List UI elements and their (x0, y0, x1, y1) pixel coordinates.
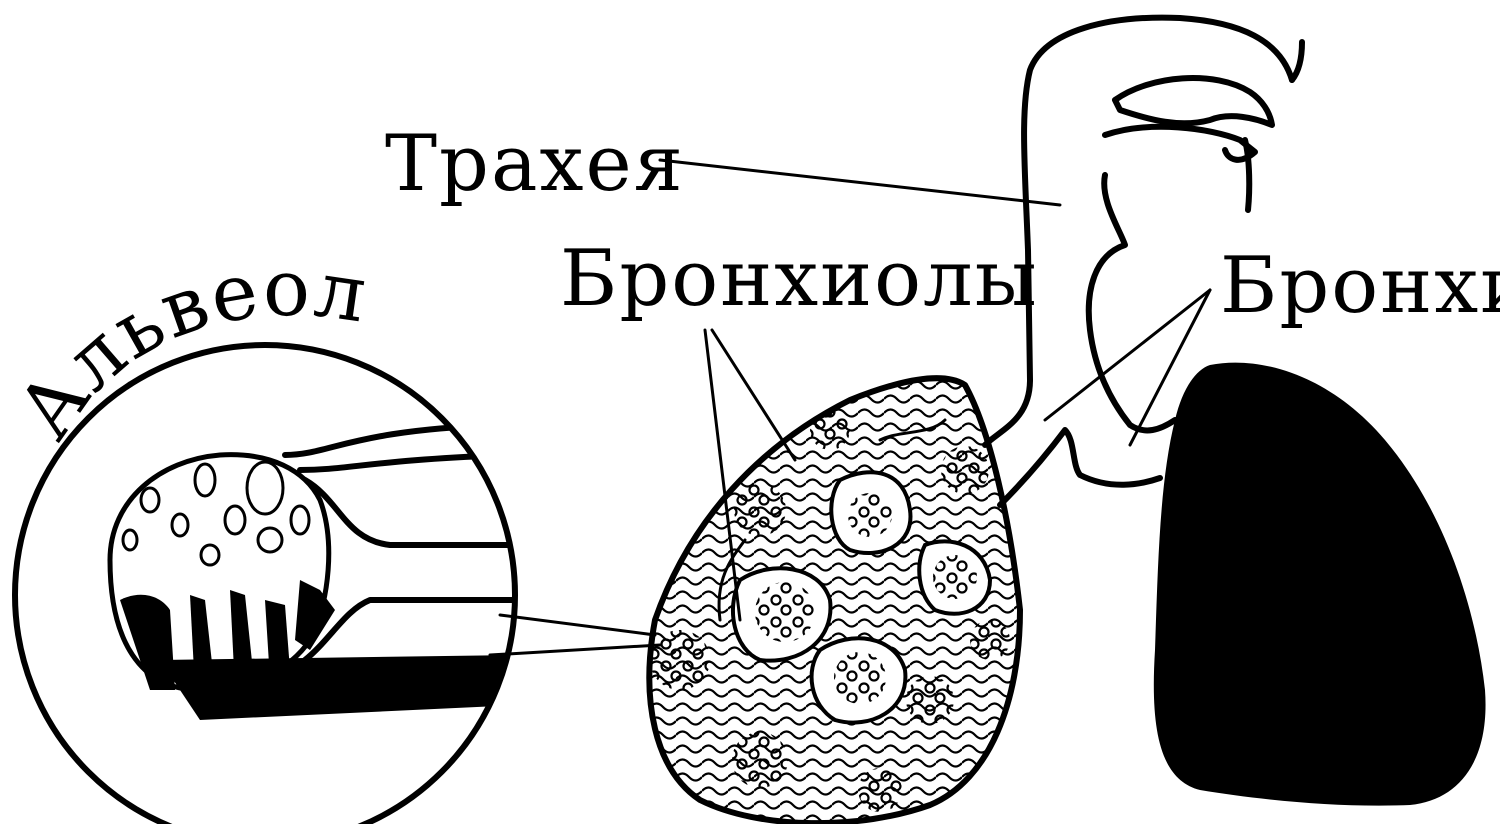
label-bronchioles: Бронхиолы (560, 234, 1039, 324)
label-alveoli-path: Альвеолы (0, 0, 371, 455)
label-bronchi: Бронхи (1220, 241, 1500, 331)
left-lung (646, 375, 1023, 824)
label-alveoli: Альвеолы (0, 0, 373, 455)
right-lung (1153, 362, 1486, 806)
airway-outline (982, 14, 1305, 508)
pointer-lines (488, 158, 1212, 657)
alveoli-magnifier (12, 342, 518, 824)
label-trachea: Трахея (385, 119, 685, 209)
